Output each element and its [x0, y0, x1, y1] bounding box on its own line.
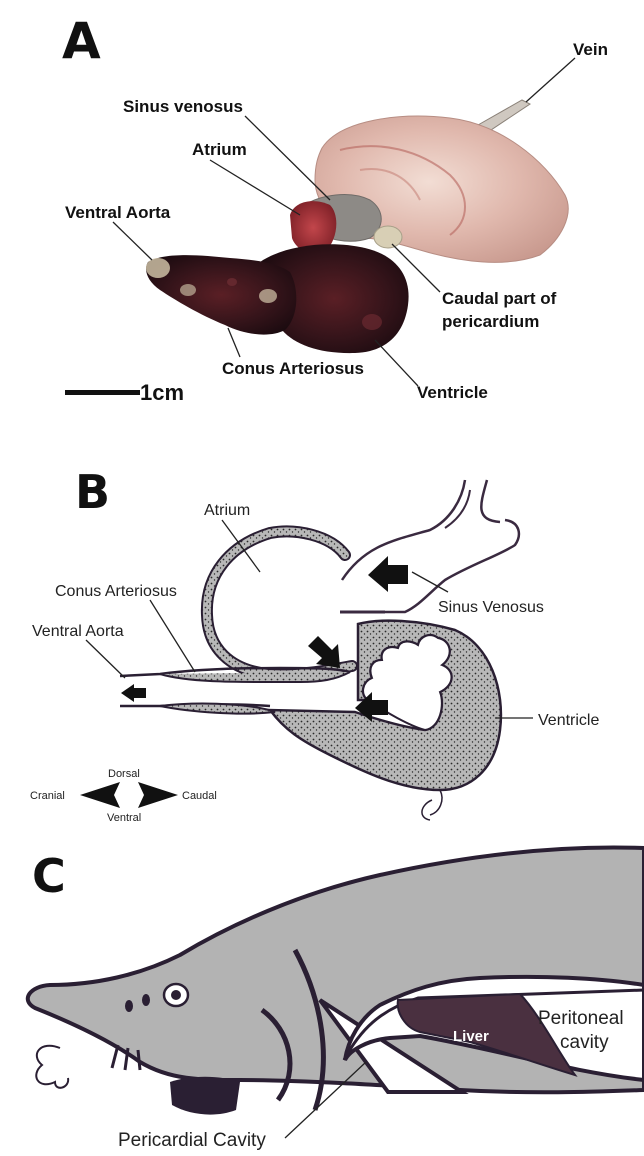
flow-arrow-sinus: [368, 556, 408, 592]
label-vein: Vein: [573, 40, 608, 59]
compass-ventral: Ventral: [107, 812, 141, 824]
leader-ventricle: [375, 340, 418, 386]
label-atrium: Atrium: [192, 140, 247, 159]
scale-bar-label: 1cm: [140, 380, 184, 405]
leader-ventral-aorta: [113, 222, 152, 260]
leader-conus-arteriosus: [228, 328, 240, 357]
label-caudal-line2: pericardium: [442, 312, 539, 331]
flow-arrow-aorta: [121, 684, 146, 702]
label-caudal-line1: Caudal part of: [442, 289, 557, 308]
leader-vein: [526, 58, 575, 102]
label-sinus-venosus: Sinus venosus: [123, 97, 243, 116]
sinus-venosus-vessel: [340, 480, 519, 612]
nostril-icon: [142, 994, 150, 1006]
panel-c: C Liver Peritoneal cavity Pericardial Ca…: [28, 847, 644, 1151]
label-b-conus-arteriosus: Conus Arteriosus: [55, 583, 177, 600]
flow-arrow-atrium: [308, 636, 340, 668]
panel-b-letter: B: [75, 465, 110, 519]
leader-atrium: [210, 160, 300, 215]
compass-arrow-caudal: [138, 782, 178, 808]
compass-arrow-cranial: [80, 782, 120, 808]
compass-caudal: Caudal: [182, 790, 217, 802]
panel-b: B Atrium Conus Arteriosus Vent: [30, 465, 599, 824]
jaw: [170, 1077, 240, 1115]
label-pericardial-cavity: Pericardial Cavity: [118, 1130, 266, 1151]
label-ventral-aorta: Ventral Aorta: [65, 203, 171, 222]
label-conus-arteriosus: Conus Arteriosus: [222, 359, 364, 378]
compass-cranial: Cranial: [30, 790, 65, 802]
leader-sinus-venosus: [245, 116, 330, 200]
label-liver: Liver: [453, 1028, 489, 1045]
label-b-sinus-venosus: Sinus Venosus: [438, 599, 544, 616]
label-b-ventricle: Ventricle: [538, 712, 599, 729]
label-b-atrium: Atrium: [204, 502, 250, 519]
orientation-compass: Dorsal Ventral Cranial Caudal: [30, 768, 217, 824]
label-peritoneal-line1: Peritoneal: [538, 1008, 624, 1029]
panel-a: A Vein Sinus veno: [62, 12, 608, 405]
panel-a-letter: A: [62, 12, 101, 70]
label-ventricle: Ventricle: [417, 383, 488, 402]
scale-bar: [65, 390, 140, 395]
compass-dorsal: Dorsal: [108, 768, 140, 780]
label-peritoneal-line2: cavity: [560, 1032, 609, 1053]
label-b-ventral-aorta: Ventral Aorta: [32, 623, 124, 640]
panel-c-letter: C: [32, 849, 66, 903]
barbel-curl: [36, 1046, 68, 1088]
